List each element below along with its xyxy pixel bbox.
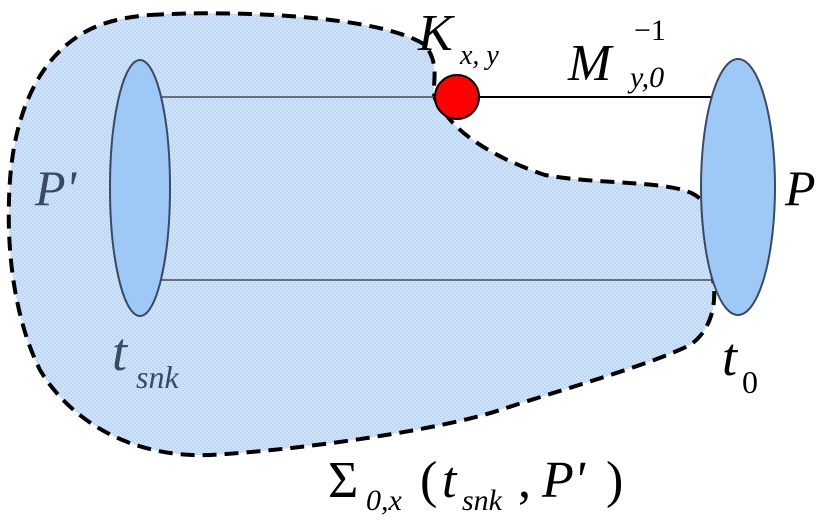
sigma-t: t (442, 452, 458, 509)
sigma-t-subscript: snk (462, 484, 503, 517)
p-ellipse (700, 58, 776, 316)
p-label: P (784, 160, 816, 216)
p-prime-label: P' (34, 160, 78, 216)
p-prime-ellipse (109, 59, 171, 317)
k-node (434, 74, 480, 120)
t0-label: t (722, 327, 739, 387)
t-snk-subscript: snk (136, 359, 179, 395)
sigma-close-paren: ) (606, 452, 623, 509)
m-superscript: −1 (634, 14, 666, 47)
sigma-comma: , (518, 452, 531, 509)
sigma-label: Σ (328, 452, 358, 509)
sigma-open-paren: ( (420, 452, 437, 509)
m-subscript: y,0 (627, 61, 664, 94)
k-subscript: x, y (459, 40, 499, 71)
sigma-p-prime: P' (541, 452, 586, 509)
t0-subscript: 0 (742, 364, 758, 400)
sigma-subscript: 0,x (366, 484, 403, 517)
k-label: K (417, 5, 455, 62)
t-snk-label: t (112, 322, 129, 382)
m-label: M (567, 35, 614, 92)
